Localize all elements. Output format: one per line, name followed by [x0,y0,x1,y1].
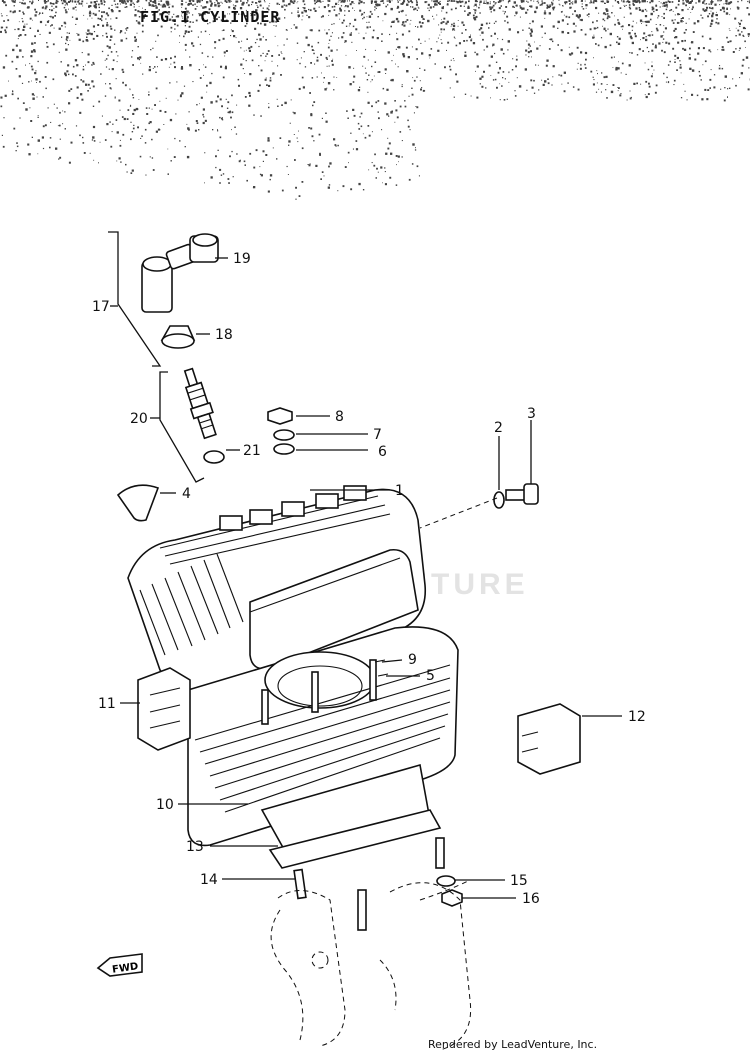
callout-17: 17 [92,299,110,315]
fin-damper-left [137,667,191,751]
bracket-20 [159,371,205,483]
leader-lines [110,257,622,899]
base-nut [441,889,463,907]
cap-seal [160,325,196,349]
callout-7: 7 [373,427,382,443]
scan-noise [0,0,750,200]
callout-9: 9 [408,652,417,668]
bolt-washer [493,491,505,509]
head-nut [267,407,293,425]
cylinder-stud-front [293,868,307,900]
spark-plug [183,367,217,440]
plug-cap [141,233,219,313]
callout-20: 20 [130,411,148,427]
callout-6: 6 [378,444,387,460]
base-gasket [268,809,442,869]
callout-2: 2 [494,420,503,436]
spring-washer [273,429,295,441]
cylinder-stud-side [435,837,445,869]
plug-gasket [203,450,225,464]
callout-21: 21 [243,443,261,459]
callout-16: 16 [522,891,540,907]
cover-cap [116,484,160,522]
callout-10: 10 [156,797,174,813]
callout-15: 15 [510,873,528,889]
head-bolt [505,483,539,505]
callout-5: 5 [426,668,435,684]
callout-18: 18 [215,327,233,343]
forward-arrow: FWD [96,953,143,977]
crankcase-outline [270,879,472,1051]
callout-3: 3 [527,406,536,422]
render-credit: Rendered by LeadVenture, Inc. [428,1038,598,1051]
bracket-17 [108,231,162,367]
figure-title: FIG.1 CYLINDER [140,8,281,26]
fwd-label: FWD [112,961,139,976]
callout-1: 1 [395,483,404,499]
callout-14: 14 [200,872,218,888]
callout-11: 11 [98,696,116,712]
callout-12: 12 [628,709,646,725]
base-washer [436,875,456,887]
callout-4: 4 [182,486,191,502]
callout-8: 8 [335,409,344,425]
callout-numbers: 19 17 18 20 21 4 8 7 6 1 2 3 9 5 11 12 1… [92,251,646,907]
flat-washer [273,443,295,455]
fin-damper-right [517,703,581,775]
cylinder-stud-rear [357,889,367,931]
callout-13: 13 [186,839,204,855]
cylinder-block [187,626,459,861]
callout-19: 19 [233,251,251,267]
